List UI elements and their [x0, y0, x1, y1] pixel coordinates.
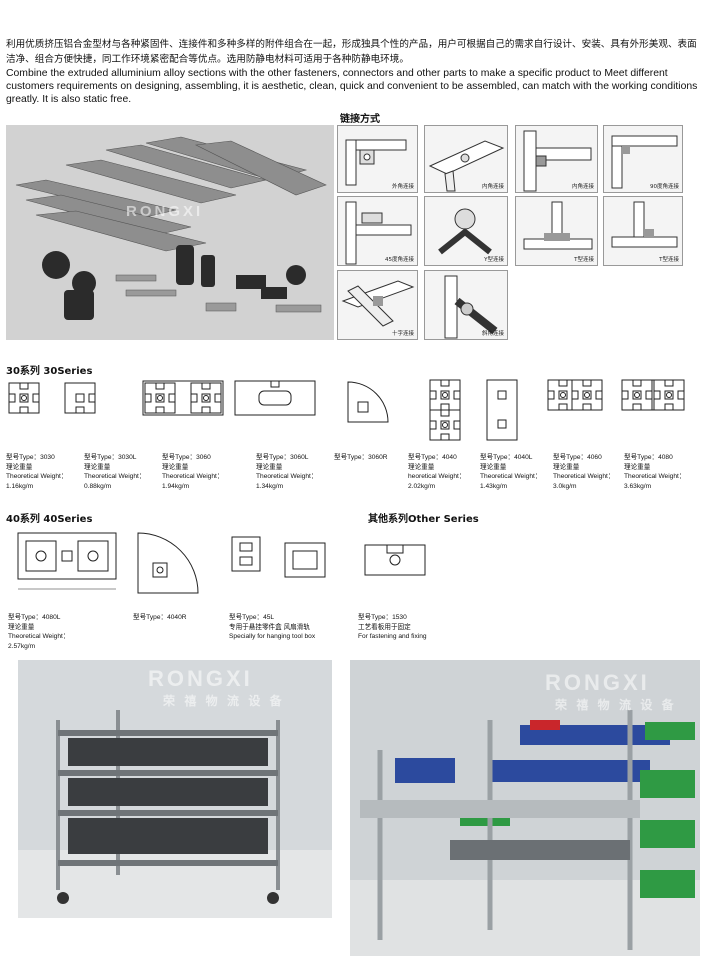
connection-diagram-6: Y型连接: [424, 196, 508, 266]
connection-caption-4: 90度角连接: [650, 184, 679, 190]
connection-caption-7: T型连接: [574, 257, 594, 263]
connections-title: 链接方式: [340, 114, 380, 125]
connection-diagram-1: 外角连接: [337, 125, 418, 193]
connection-caption-8: T型连接: [659, 257, 679, 263]
watermark-brand-3: RONGXI: [545, 670, 650, 695]
intro-english: Combine the extruded alluminium alloy se…: [6, 68, 698, 105]
spec-40-4040R: 型号Type：4040R: [133, 614, 187, 621]
connection-diagram-7: T型连接: [515, 196, 598, 266]
connection-caption-10: 斜角连接: [481, 331, 504, 337]
connection-diagram-2: 内角连接: [424, 125, 508, 193]
connection-caption-2: 内角连接: [481, 184, 504, 190]
series40-title: 40系列 40Series: [6, 514, 93, 525]
connection-caption-6: Y型连接: [484, 257, 504, 263]
connection-caption-3: 内角连接: [571, 184, 594, 190]
profile-drawings-30: [8, 379, 685, 441]
intro-chinese: 利用优质挤压铝合金型材与各种紧固件、连接件和多种多样的附件组合在一起，形成独具个…: [6, 39, 697, 65]
workstation-photo: RONGXI 荣 禧 物 流 设 备: [350, 660, 700, 956]
watermark-sub-2: 荣 禧 物 流 设 备: [163, 694, 285, 708]
spec-30-3060R: 型号Type：3060R: [334, 454, 388, 461]
other-series-title: 其他系列Other Series: [368, 514, 479, 525]
connection-diagram-3: 内角连接: [515, 125, 598, 193]
connection-caption-5: 45度角连接: [385, 257, 414, 263]
connection-diagram-8: T型连接: [603, 196, 683, 266]
profile-drawings-40: [17, 532, 426, 594]
connection-diagram-4: 90度角连接: [603, 125, 683, 193]
watermark-sub-3: 荣 禧 物 流 设 备: [555, 698, 677, 712]
shelf-cart-photo: RONGXI 荣 禧 物 流 设 备: [18, 660, 332, 918]
parts-photo: RONGXI: [6, 125, 334, 340]
connection-diagram-5: 45度角连接: [337, 196, 418, 266]
watermark-brand-2: RONGXI: [148, 666, 253, 691]
connection-caption-1: 外角连接: [391, 184, 414, 190]
connection-diagram-10: 斜角连接: [424, 270, 508, 340]
connection-caption-9: 十字连接: [391, 331, 414, 337]
series30-title: 30系列 30Series: [6, 366, 93, 377]
intro-block: 利用优质挤压铝合金型材与各种紧固件、连接件和多种多样的附件组合在一起，形成独具个…: [6, 38, 698, 106]
connection-diagram-9: 十字连接: [337, 270, 418, 340]
watermark-brand: RONGXI: [126, 203, 204, 220]
